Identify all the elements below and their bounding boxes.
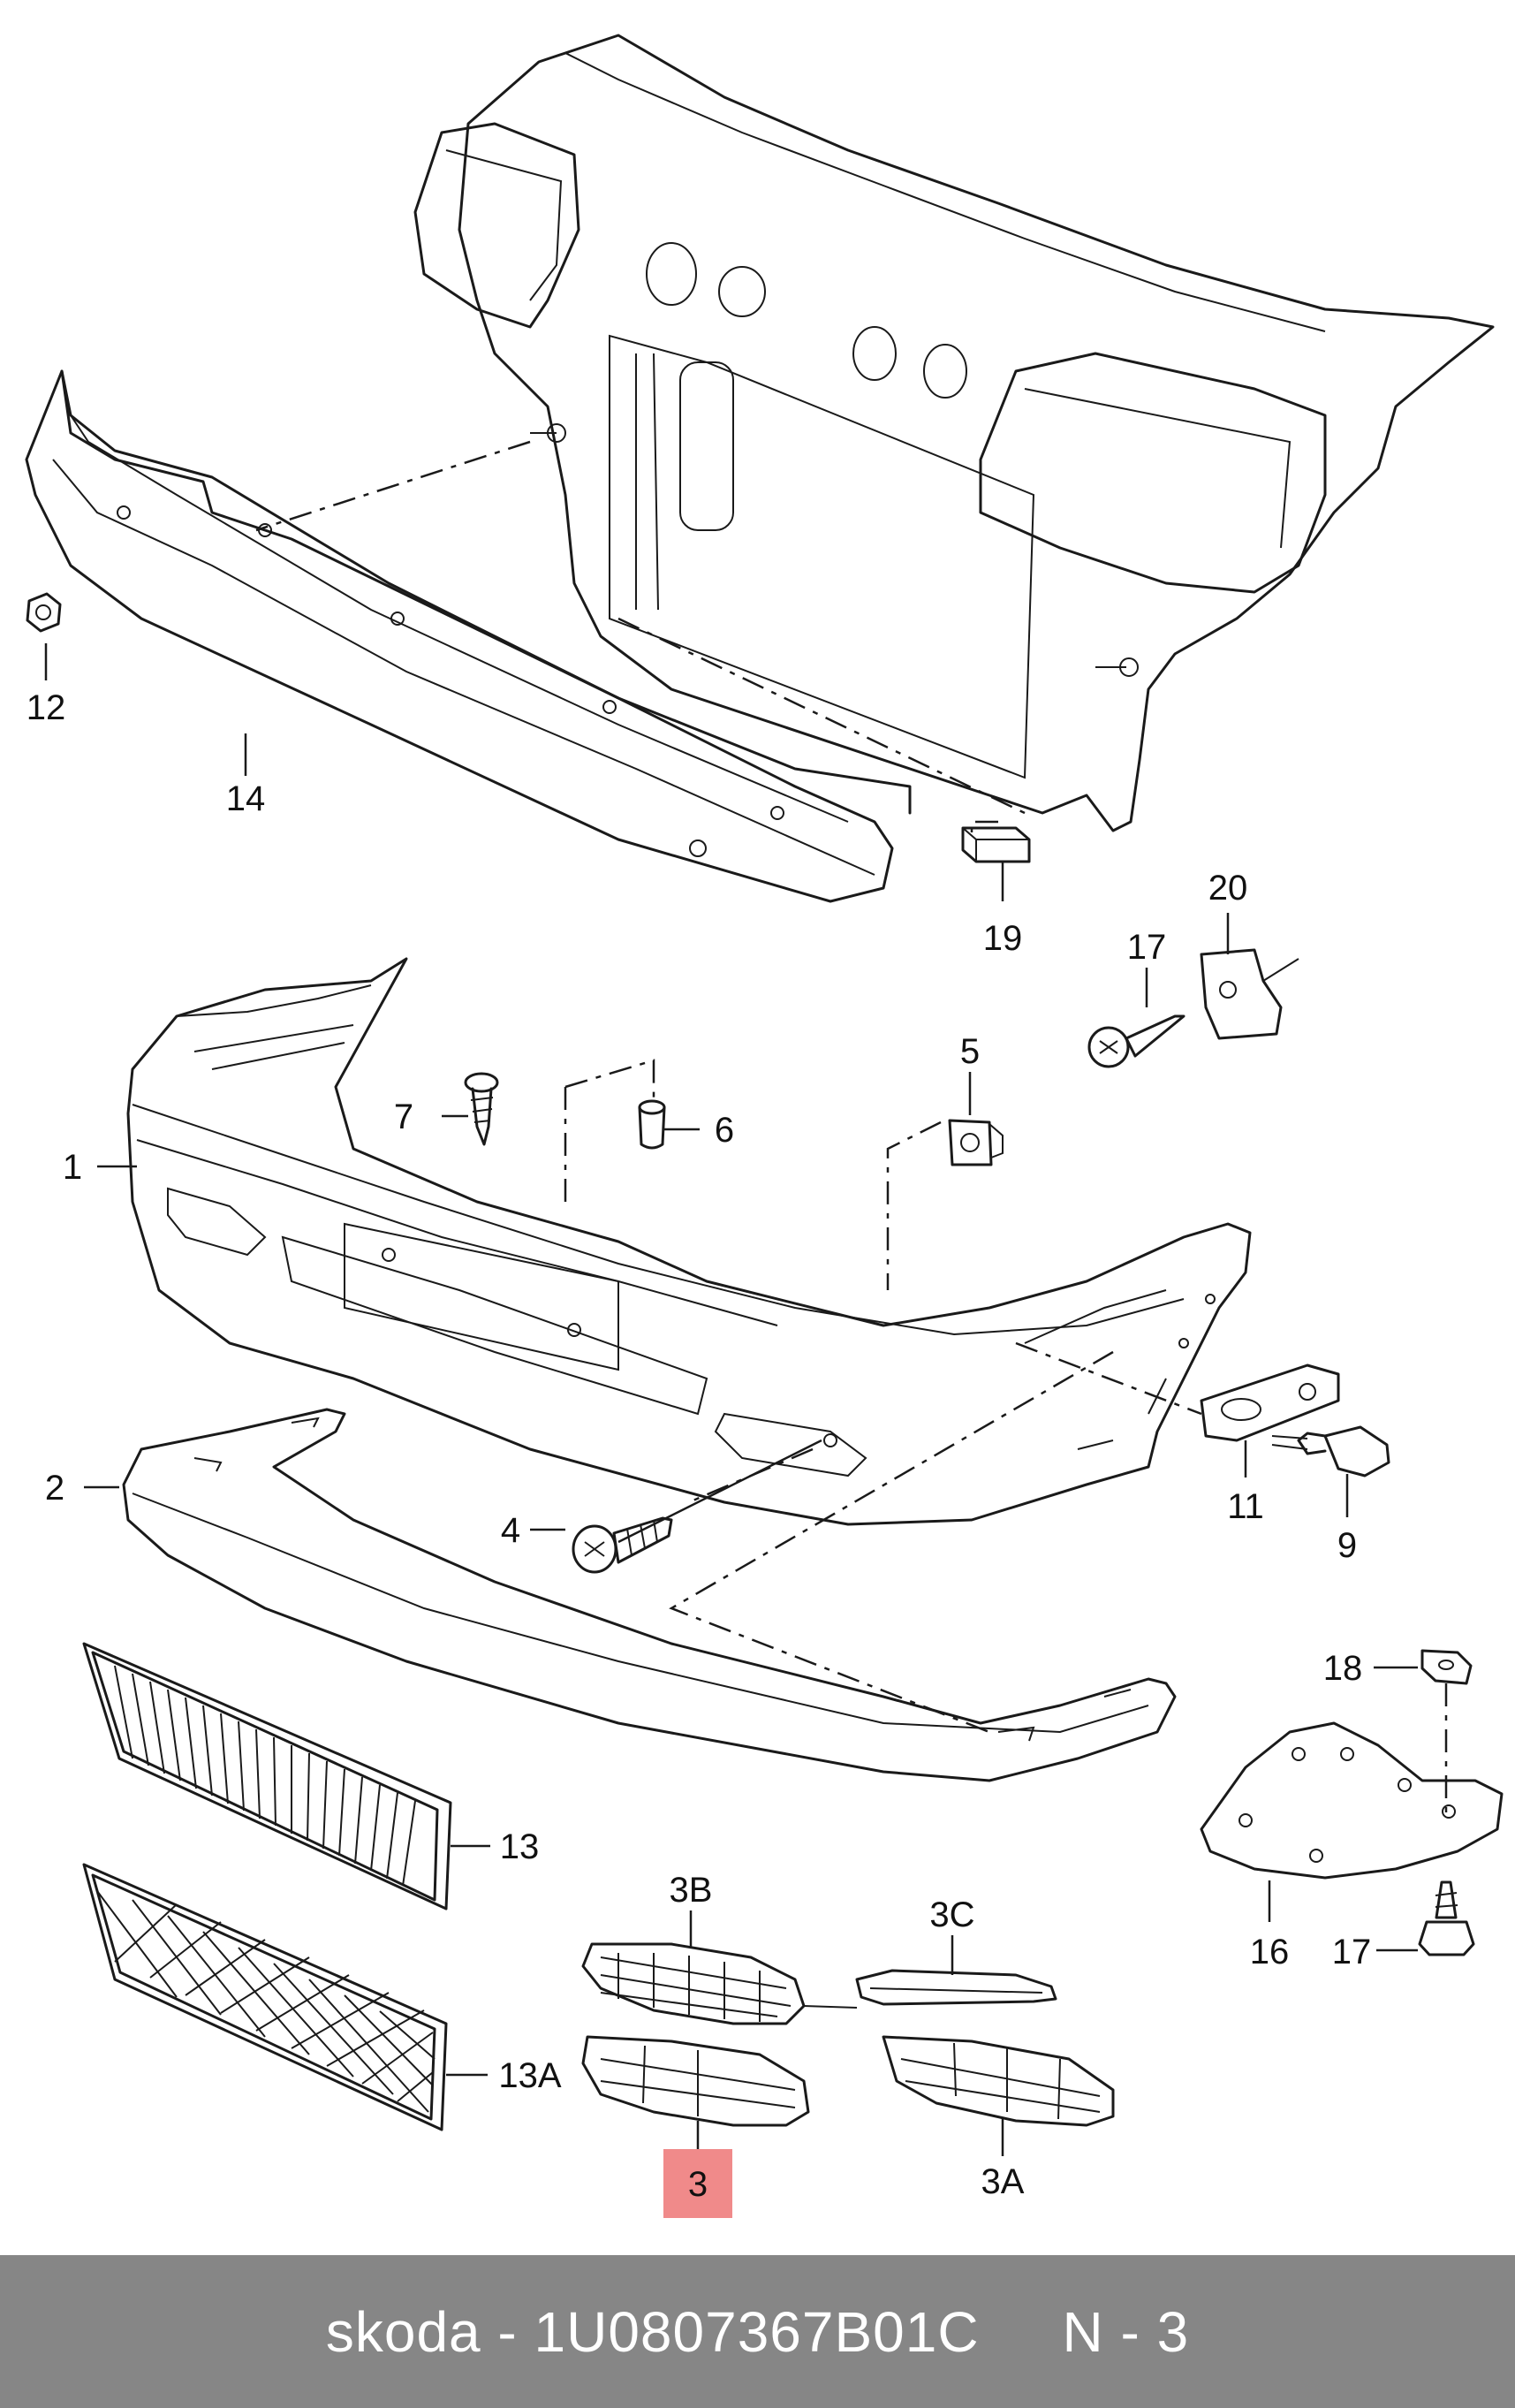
bracket-20	[1200, 948, 1299, 1040]
label-19: 19	[983, 919, 1023, 958]
grille-3	[581, 2035, 810, 2127]
bumper-cover	[126, 957, 1252, 1734]
trim-3c	[855, 1969, 1057, 2006]
label-11: 11	[1227, 1487, 1264, 1526]
screw-4	[572, 1516, 673, 1574]
callout-labels: 12 14 19 20 17 1 7 6 5 4 11 9 2 18 13 16…	[27, 688, 1372, 2204]
bumper-beam	[25, 369, 912, 903]
label-4: 4	[501, 1511, 520, 1550]
label-18: 18	[1323, 1649, 1363, 1688]
nut	[26, 592, 62, 633]
screw-17-upper	[1087, 1014, 1185, 1068]
spoiler-2	[122, 1408, 1177, 1782]
label-16: 16	[1250, 1933, 1290, 1971]
cover-panel-16	[1200, 1721, 1504, 1880]
grille-3a	[882, 2035, 1115, 2127]
grille-13	[82, 1642, 452, 1910]
label-5: 5	[960, 1032, 980, 1071]
grille-3b	[581, 1942, 858, 2025]
leader-lines	[44, 643, 1418, 2161]
screw-7	[464, 1072, 499, 1146]
label-20: 20	[1208, 869, 1248, 908]
label-13a: 13A	[498, 2056, 561, 2095]
bracket-11	[1200, 1364, 1340, 1442]
label-3c: 3C	[929, 1895, 974, 1934]
bolt-9	[1271, 1425, 1390, 1477]
label-2: 2	[45, 1469, 64, 1508]
clip-5	[948, 1119, 1004, 1166]
part-number-caption: skoda - 1U0807367B01C N - 3	[325, 2299, 1190, 2364]
label-1: 1	[63, 1148, 82, 1187]
label-3: 3	[688, 2165, 708, 2204]
label-3a: 3A	[981, 2162, 1025, 2201]
screw-17-lower	[1418, 1880, 1475, 1956]
footer-bar: skoda - 1U0807367B01C N - 3	[0, 2255, 1515, 2408]
front-carrier	[255, 34, 1495, 835]
label-14: 14	[226, 779, 266, 818]
grommet-6	[638, 1099, 666, 1150]
label-13: 13	[500, 1827, 540, 1866]
label-7: 7	[394, 1098, 413, 1136]
label-12: 12	[27, 688, 66, 727]
label-9: 9	[1337, 1526, 1357, 1565]
clip-19	[961, 826, 1031, 863]
label-3b: 3B	[670, 1871, 713, 1910]
grille-13a	[82, 1863, 448, 2131]
parts-diagram: 12 14 19 20 17 1 7 6 5 4 11 9 2 18 13 16…	[25, 34, 1504, 2218]
label-6: 6	[715, 1111, 734, 1150]
label-17-lower: 17	[1332, 1933, 1372, 1971]
nut-18	[1420, 1649, 1473, 1820]
label-17-upper: 17	[1127, 928, 1167, 967]
highlight-box	[663, 2149, 732, 2218]
